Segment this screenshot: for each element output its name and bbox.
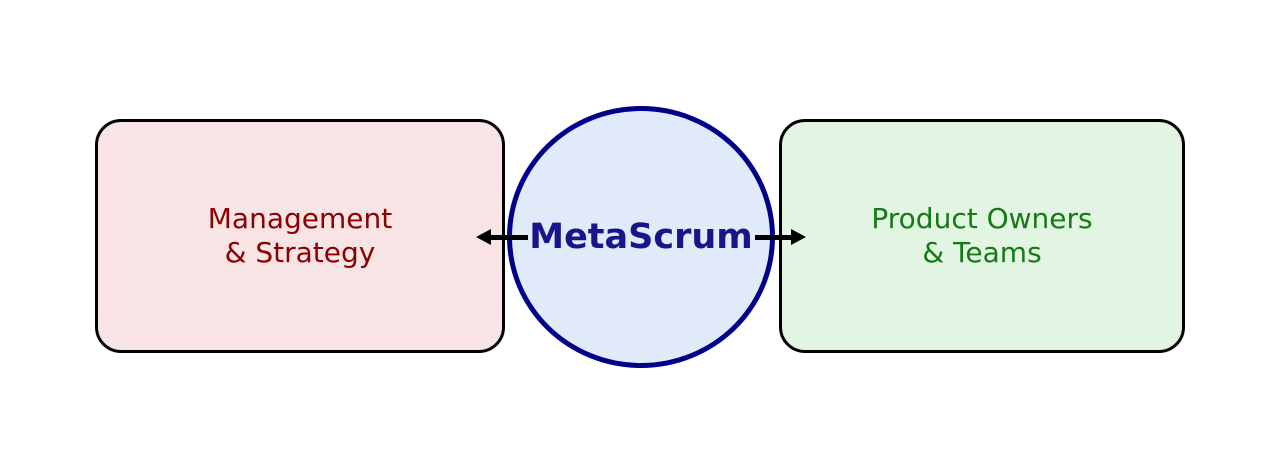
product-owners-teams-label-line1: Product Owners <box>871 202 1093 235</box>
metascrum-label: MetaScrum <box>529 217 753 257</box>
management-strategy-label: Management & Strategy <box>208 202 392 270</box>
management-strategy-label-line2: & Strategy <box>224 236 376 269</box>
left-arrow-head-icon <box>476 229 491 245</box>
product-owners-teams-box: Product Owners & Teams <box>779 119 1185 353</box>
management-strategy-box: Management & Strategy <box>95 119 505 353</box>
right-arrow-shaft <box>755 235 793 240</box>
management-strategy-label-line1: Management <box>207 202 393 235</box>
product-owners-teams-label: Product Owners & Teams <box>871 202 1092 270</box>
product-owners-teams-label-line2: & Teams <box>922 236 1042 269</box>
right-arrow-head-icon <box>791 229 806 245</box>
metascrum-circle: MetaScrum <box>507 106 775 368</box>
left-arrow-shaft <box>488 235 528 240</box>
